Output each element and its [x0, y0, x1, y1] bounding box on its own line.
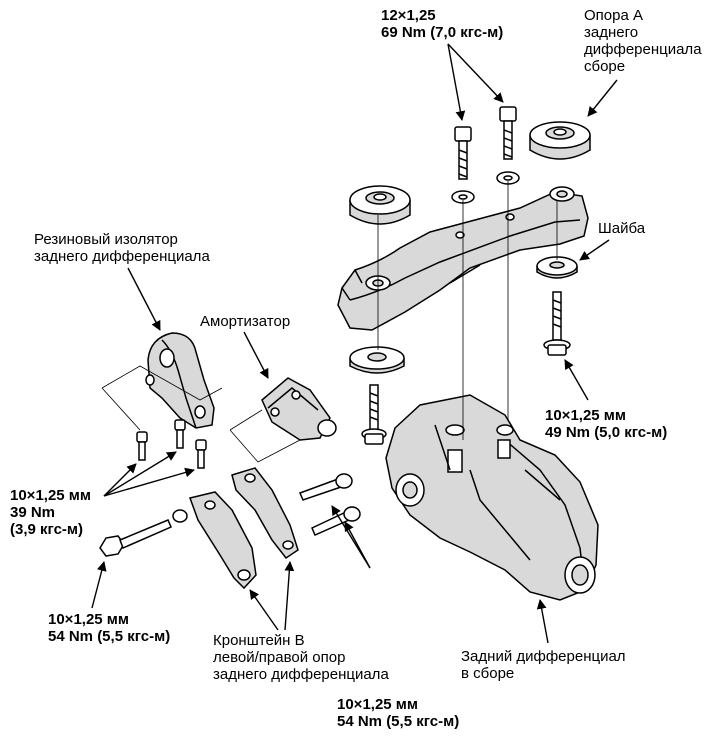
bracket-b-left [189, 491, 257, 590]
mount-a-line-1: Опора А [584, 7, 643, 24]
label-washer: Шайба [598, 220, 645, 237]
leader-lines [91, 43, 618, 644]
mount-a-rubber [529, 121, 591, 160]
damper-text: Амортизатор [200, 313, 291, 330]
bolt-left-spec: 10×1,25 мм [10, 487, 91, 504]
label-rear-differential: Задний дифференциал в сборе [461, 648, 626, 682]
bolt-bottom-torque: 54 Nm (5,5 кгс-м) [337, 713, 460, 730]
washer-right [536, 256, 578, 279]
label-bolt-right: 10×1,25 мм 49 Nm (5,0 кгс-м) [545, 407, 667, 441]
crossmember-rubber-left [349, 185, 411, 225]
washer-left-lower [349, 346, 405, 374]
bracket-line-3: заднего дифференциала [213, 666, 389, 683]
alignment-lines [101, 181, 558, 463]
label-damper: Амортизатор [200, 313, 290, 330]
bolt-bottom-left-spec: 10×1,25 мм [48, 611, 129, 628]
label-bolt-left: 10×1,25 мм 39 Nm (3,9 кгс-м) [10, 487, 91, 538]
washer-text: Шайба [598, 220, 646, 237]
rubber-insulator [145, 332, 215, 429]
mount-a-line-3: дифференциала [584, 41, 702, 58]
label-mount-a: Опора А заднего дифференциала сборе [584, 7, 702, 75]
bolt-right-lower [543, 291, 571, 356]
label-rubber-insulator: Резиновый изолятор заднего дифференциала [34, 231, 210, 265]
bolts-bracket-pair [298, 473, 361, 536]
label-bolt-bottom-left: 10×1,25 мм 54 Nm (5,5 кгс-м) [48, 611, 170, 645]
bracket-b-right [231, 467, 299, 560]
top-bolt-left [454, 126, 472, 180]
label-bracket-b: Кронштейн В левой/правой опор заднего ди… [213, 632, 389, 683]
damper [261, 377, 337, 441]
diff-line-1: Задний дифференциал [461, 648, 626, 665]
bolt-bottom-spec: 10×1,25 мм [337, 696, 418, 713]
bolt-bottom-left-torque: 54 Nm (5,5 кгс-м) [48, 628, 171, 645]
bolt-top-spec: 12×1,25 [381, 7, 436, 24]
bolt-right-spec: 10×1,25 мм [545, 407, 626, 424]
mount-a-line-2: заднего [584, 24, 639, 41]
bolt-bottom-left [99, 509, 188, 557]
bolt-top-torque: 69 Nm (7,0 кгс-м) [381, 24, 504, 41]
label-bolt-bottom: 10×1,25 мм 54 Nm (5,5 кгс-м) [337, 696, 459, 730]
bolt-right-torque: 49 Nm (5,0 кгс-м) [545, 424, 668, 441]
rubber-line-2: заднего дифференциала [34, 248, 210, 265]
insulator-bolts [136, 419, 207, 469]
mount-a-line-4: сборе [584, 58, 626, 75]
diff-line-2: в сборе [461, 665, 515, 682]
bolt-left-torque-alt: (3,9 кгс-м) [10, 521, 84, 538]
bracket-line-2: левой/правой опор [213, 649, 346, 666]
bracket-line-1: Кронштейн В [213, 632, 305, 649]
top-bolt-right [499, 106, 517, 160]
bolt-left-lower [361, 384, 387, 445]
bolt-left-torque: 39 Nm [10, 504, 56, 521]
rear-differential [385, 394, 599, 601]
rubber-line-1: Резиновый изолятор [34, 231, 178, 248]
label-bolt-top: 12×1,25 69 Nm (7,0 кгс-м) [381, 7, 503, 41]
